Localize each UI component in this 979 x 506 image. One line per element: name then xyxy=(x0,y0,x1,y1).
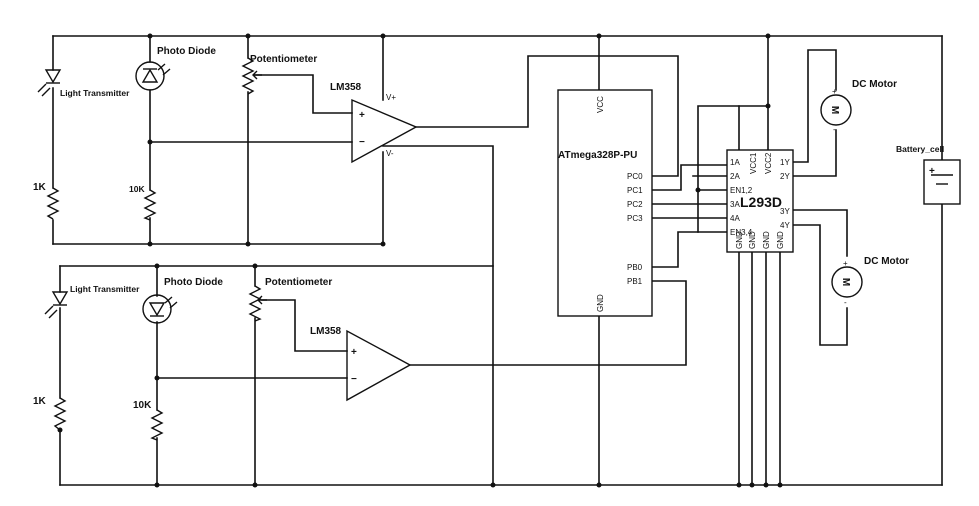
upper-photo-diode: Photo Diode xyxy=(135,46,216,91)
driver-pin-gnd-3: GND xyxy=(762,231,771,249)
battery-label: Battery_cell xyxy=(896,144,944,154)
mcu-name: ATmega328P-PU xyxy=(558,150,637,161)
driver-pin-en34: EN3,4 xyxy=(730,228,753,237)
mcu-pin-pb0: PB0 xyxy=(627,263,643,272)
dc-motor-1: M + - DC Motor xyxy=(820,79,897,134)
driver-pin-4y: 4Y xyxy=(780,221,790,230)
lower-photo-diode: Photo Diode xyxy=(142,277,223,324)
driver-pin-1y: 1Y xyxy=(780,158,790,167)
upper-potentiometer: Potentiometer xyxy=(241,54,317,95)
dc-motor-label-1: DC Motor xyxy=(852,79,897,90)
upper-resistor-1k: 1K xyxy=(33,182,60,220)
light-transmitter-label: Light Transmitter xyxy=(60,88,130,98)
lower-resistor-10k: 10K xyxy=(133,400,164,441)
motor-2-minus: - xyxy=(844,298,847,307)
opamp-vminus: V- xyxy=(386,149,394,158)
wires xyxy=(52,35,943,486)
motor-1-m: M xyxy=(829,106,840,114)
driver-pin-vcc2: VCC2 xyxy=(764,152,773,174)
potentiometer-label: Potentiometer xyxy=(250,54,317,65)
lm358-label: LM358 xyxy=(330,82,362,93)
lower-resistor-1k: 1K xyxy=(33,396,67,431)
driver-pin-4a: 4A xyxy=(730,214,740,223)
driver-pin-en12: EN1,2 xyxy=(730,186,753,195)
driver-pin-2a: 2A xyxy=(730,172,740,181)
lower-potentiometer: Potentiometer xyxy=(248,277,332,322)
light-transmitter-label-2: Light Transmitter xyxy=(70,284,140,294)
opamp2-minus: − xyxy=(351,374,357,385)
upper-opamp: + − V+ V- LM358 xyxy=(330,82,418,164)
opamp2-plus: + xyxy=(351,347,357,358)
lm358-label-2: LM358 xyxy=(310,326,342,337)
mcu-pin-pc1: PC1 xyxy=(627,186,643,195)
atmega328p-chip: ATmega328P-PU VCC GND PC0 PC1 PC2 PC3 PB… xyxy=(557,89,653,317)
mcu-pin-pb1: PB1 xyxy=(627,277,643,286)
driver-pin-gnd-2: GND xyxy=(748,231,757,249)
resistor-10k-label: 10K xyxy=(129,184,145,194)
driver-pin-vcc1: VCC1 xyxy=(749,152,758,174)
resistor-1k-label-2: 1K xyxy=(33,396,47,407)
mcu-vcc: VCC xyxy=(596,96,605,113)
lower-opamp: + − LM358 xyxy=(310,326,412,402)
driver-pin-3y: 3Y xyxy=(780,207,790,216)
mcu-gnd: GND xyxy=(596,294,605,312)
battery-plus: + xyxy=(929,166,935,177)
motor-1-minus: - xyxy=(833,125,836,134)
driver-pin-gnd-4: GND xyxy=(776,231,785,249)
motor-2-plus: + xyxy=(843,259,848,268)
driver-pin-2y: 2Y xyxy=(780,172,790,181)
driver-name: L293D xyxy=(740,194,782,210)
photo-diode-label: Photo Diode xyxy=(157,46,216,57)
opamp-minus: − xyxy=(359,137,365,148)
upper-resistor-10k: 10K xyxy=(129,184,157,221)
mcu-pin-pc0: PC0 xyxy=(627,172,643,181)
l293d-chip: L293D 1A 2A EN1,2 3A 4A EN3,4 1Y 2Y 3Y 4… xyxy=(726,149,794,253)
junction-dots xyxy=(57,33,783,488)
driver-pin-gnd-1: GND xyxy=(735,231,744,249)
upper-light-transmitter: Light Transmitter xyxy=(37,69,130,98)
opamp-plus: + xyxy=(359,110,365,121)
potentiometer-label-2: Potentiometer xyxy=(265,277,332,288)
mcu-pin-pc2: PC2 xyxy=(627,200,643,209)
resistor-1k-label: 1K xyxy=(33,182,47,193)
driver-pin-1a: 1A xyxy=(730,158,740,167)
dc-motor-2: M + - DC Motor xyxy=(831,256,909,307)
motor-2-m: M xyxy=(840,278,851,286)
mcu-pin-pc3: PC3 xyxy=(627,214,643,223)
photo-diode-label-2: Photo Diode xyxy=(164,277,223,288)
resistor-10k-label-2: 10K xyxy=(133,400,152,411)
battery-cell: + Battery_cell xyxy=(896,144,961,205)
driver-pin-3a: 3A xyxy=(730,200,740,209)
motor-1-plus: + xyxy=(832,87,837,96)
dc-motor-label-2: DC Motor xyxy=(864,256,909,267)
lower-light-transmitter: Light Transmitter xyxy=(44,284,140,319)
opamp-vplus: V+ xyxy=(386,93,396,102)
